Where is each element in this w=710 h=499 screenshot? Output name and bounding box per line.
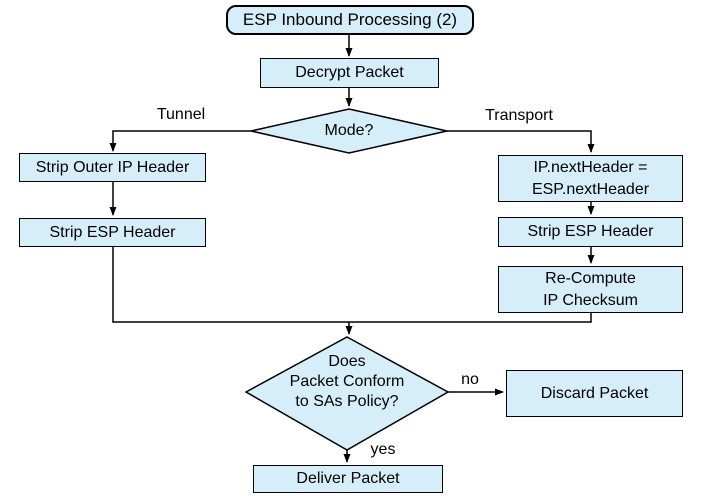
policy-decision-label: Does Packet Conform to SAs Policy? [289, 353, 405, 410]
mode-decision-shape [250, 108, 448, 154]
recompute-ip-checksum-node: Re-Compute IP Checksum [498, 266, 683, 313]
policy-decision-shape [244, 336, 450, 451]
start-node: ESP Inbound Processing (2) [226, 5, 474, 35]
decrypt-packet-node: Decrypt Packet [260, 58, 439, 88]
mode-decision-label: Mode? [324, 122, 374, 139]
strip-esp-header-tunnel-node: Strip ESP Header [19, 218, 206, 247]
yes-branch-label: yes [370, 441, 396, 458]
no-branch-label: no [461, 371, 479, 388]
transport-branch-label: Transport [485, 107, 553, 124]
strip-esp-header-transport-node: Strip ESP Header [498, 217, 683, 247]
edge-mode-tunnel [109, 130, 251, 152]
ip-nextheader-node: IP.nextHeader = ESP.nextHeader [498, 155, 683, 202]
deliver-packet-node: Deliver Packet [253, 465, 443, 493]
tunnel-branch-label: Tunnel [156, 106, 206, 123]
discard-packet-node: Discard Packet [506, 370, 683, 417]
edge-merge-branches [112, 247, 592, 323]
edge-mode-transport [447, 130, 595, 153]
strip-outer-ip-header-node: Strip Outer IP Header [19, 153, 206, 182]
